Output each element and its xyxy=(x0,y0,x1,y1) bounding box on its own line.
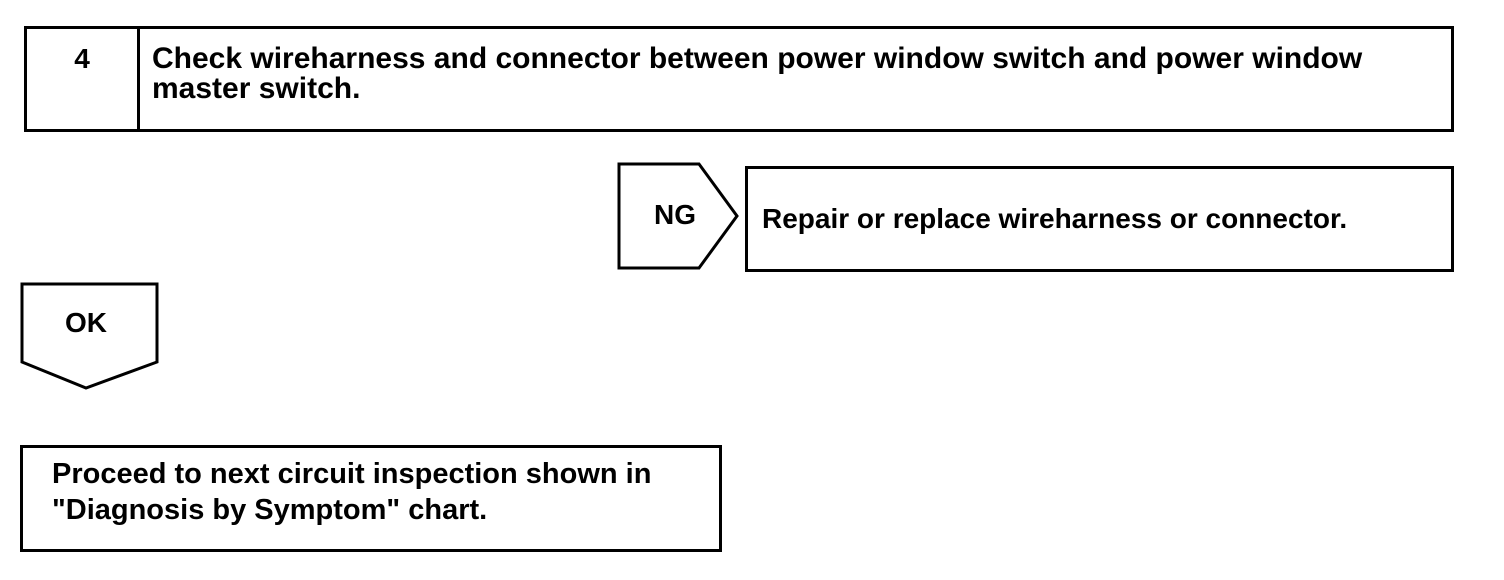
ok-result-box: Proceed to next circuit inspection shown… xyxy=(20,445,722,552)
step-box: 4 Check wireharness and connector betwee… xyxy=(24,26,1454,132)
ng-result-text: Repair or replace wireharness or connect… xyxy=(762,203,1348,234)
ng-arrow-shape xyxy=(617,162,739,270)
step-title: Check wireharness and connector between … xyxy=(152,42,1363,105)
ok-result-text: Proceed to next circuit inspection shown… xyxy=(52,458,652,526)
ng-result-box: Repair or replace wireharness or connect… xyxy=(745,166,1454,272)
step-number: 4 xyxy=(27,29,140,129)
ok-label: OK xyxy=(65,307,107,338)
ok-arrow-shape xyxy=(20,282,159,390)
ng-label: NG xyxy=(654,199,696,230)
